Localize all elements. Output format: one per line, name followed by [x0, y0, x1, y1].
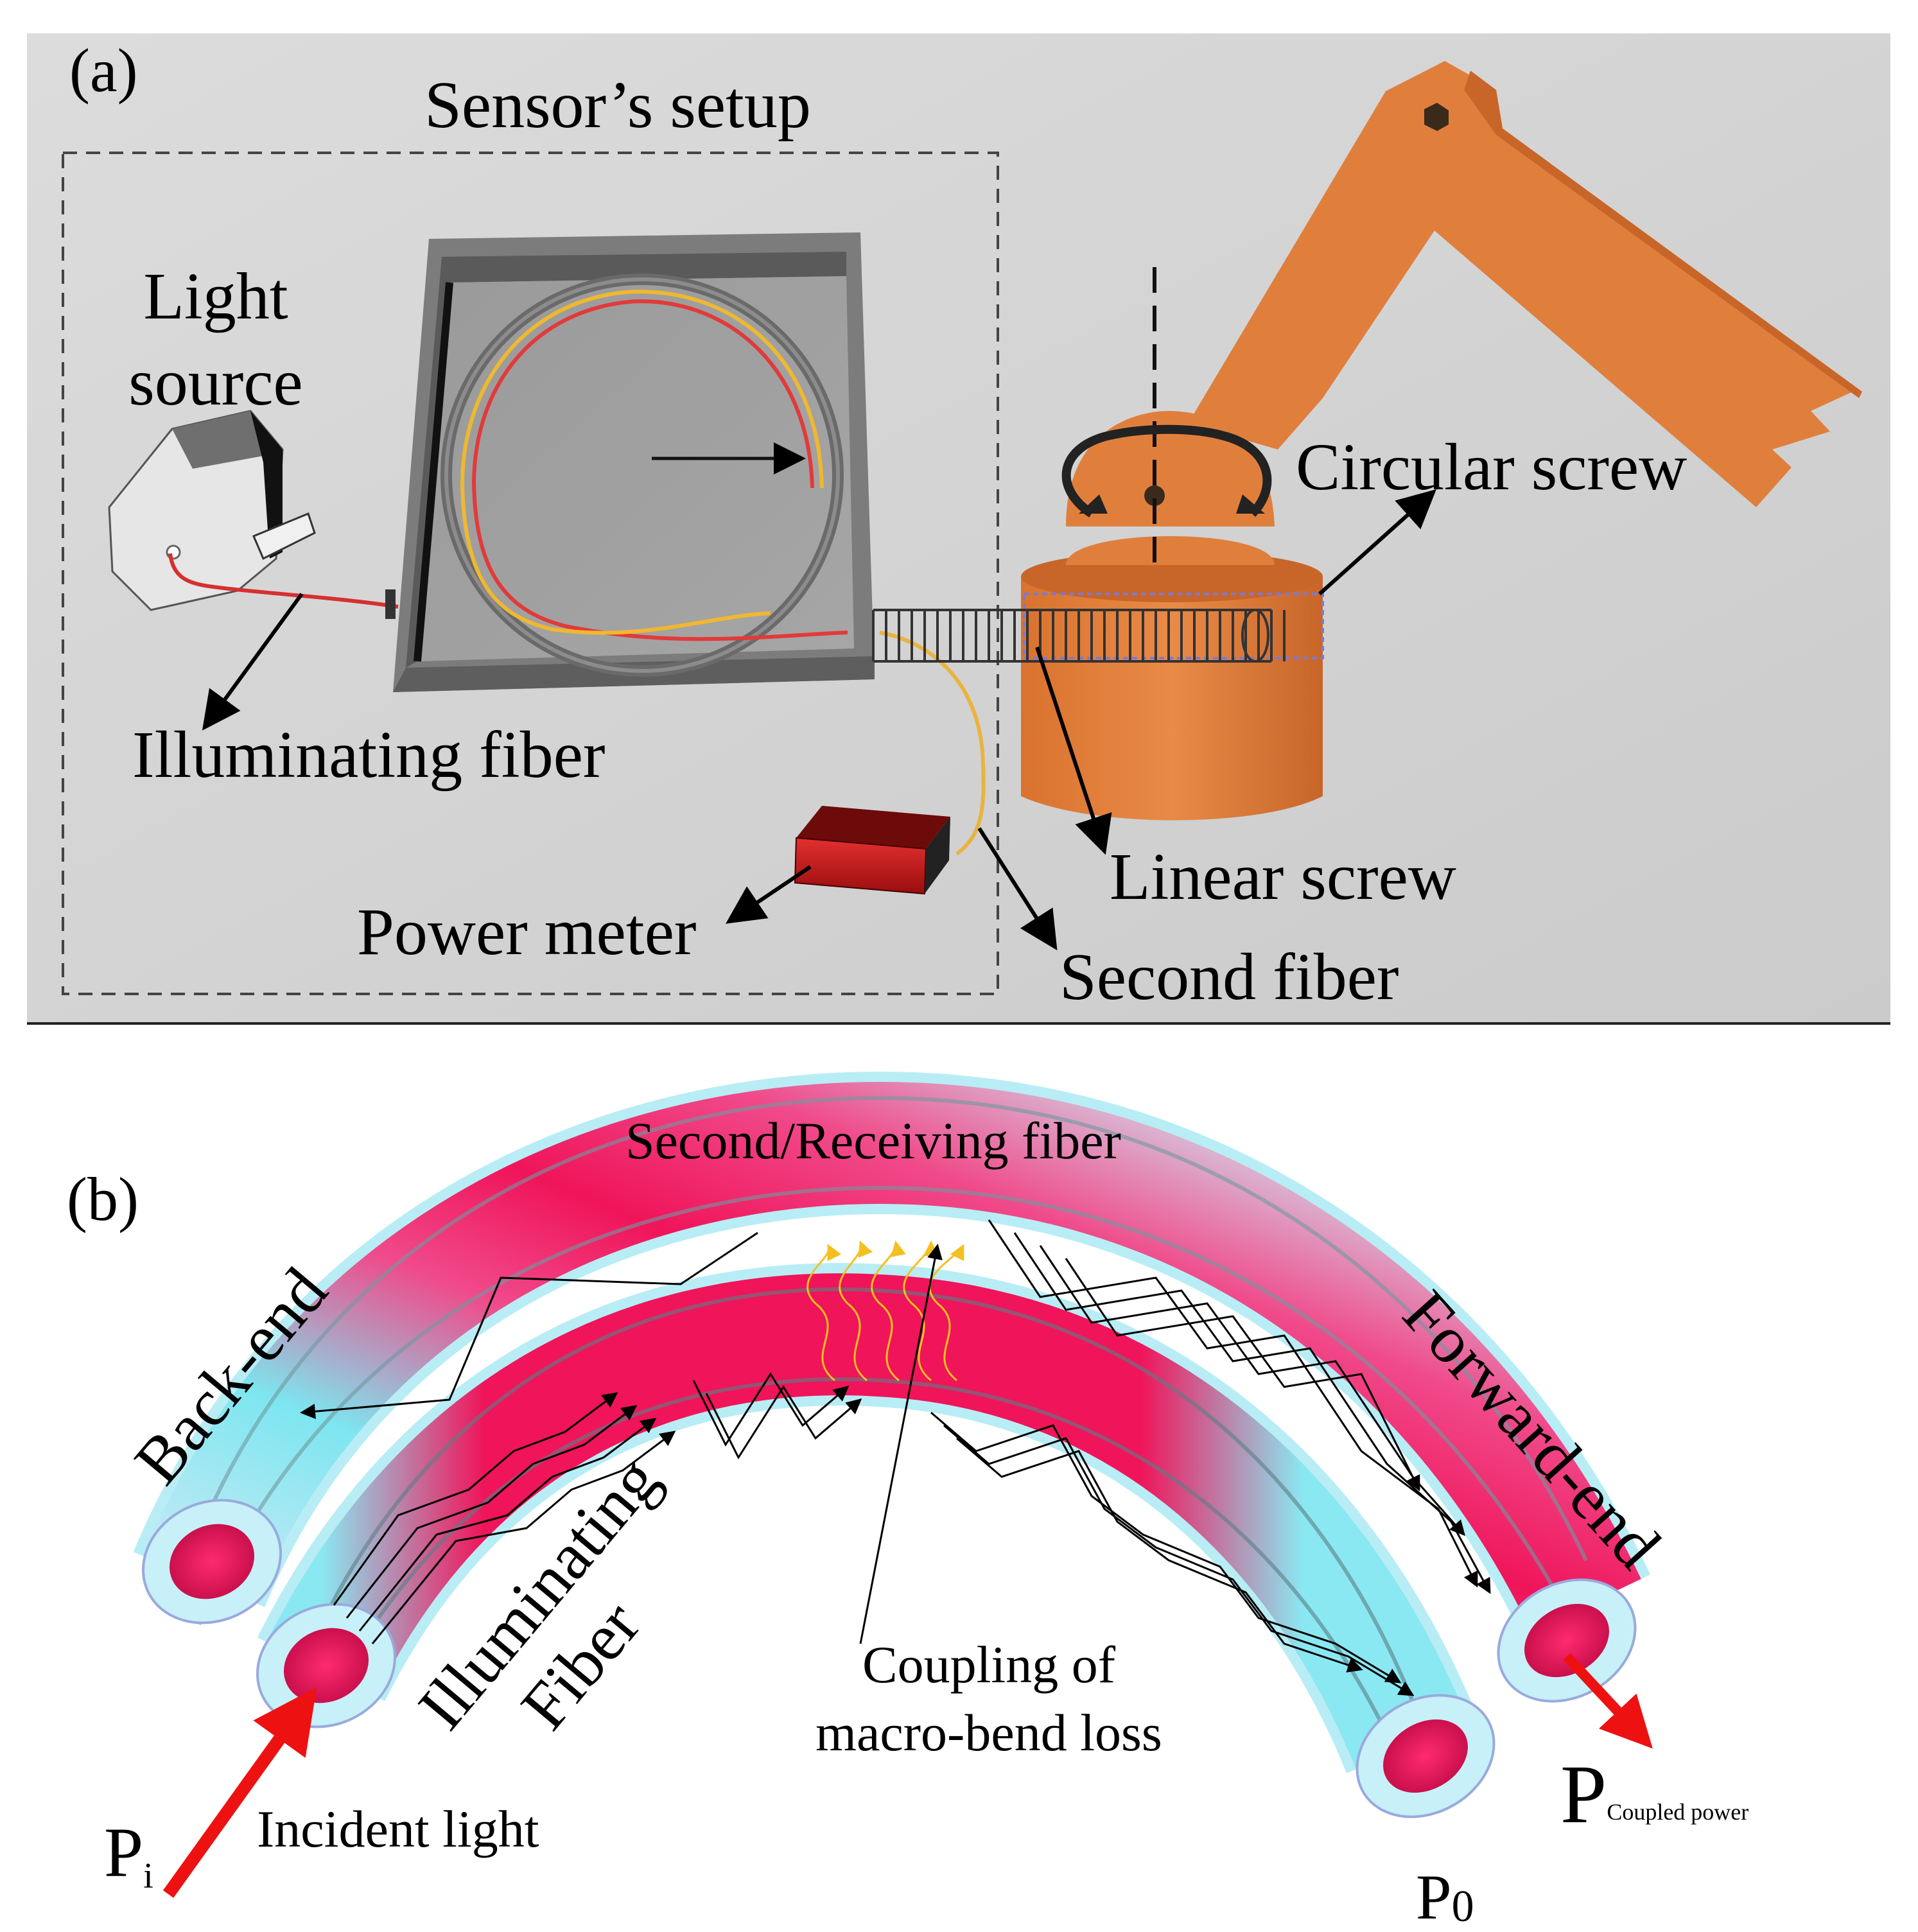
panel-a-label: (a) [69, 36, 138, 105]
light-source-device [108, 410, 316, 611]
robot-arm [1188, 61, 1862, 507]
linear-screw-label: Linear screw [1110, 840, 1456, 914]
p-coupled-power-label: PCoupled power [1560, 1748, 1748, 1841]
second-fiber-label: Second fiber [1059, 940, 1399, 1014]
sensor-setup-box [62, 152, 999, 995]
linear-screw [872, 609, 1286, 663]
coupled-light-waves [806, 1240, 964, 1382]
coupling-label-line1: Coupling of [862, 1635, 1116, 1694]
sensor-tray [393, 232, 875, 692]
circular-screw [1021, 267, 1324, 821]
incident-light-arrow [162, 1687, 317, 1898]
panel-b-label: (b) [67, 1165, 139, 1233]
circular-screw-label: Circular screw [1296, 430, 1687, 504]
coupling-label-line2: macro-bend loss [815, 1703, 1162, 1762]
panel-b: (b) Second/Receiving fiber Back-end Forw… [67, 1071, 1748, 1932]
pointer-power-meter [726, 865, 812, 924]
power-meter-device [794, 806, 950, 895]
panel-a: (a) Sensor’s setup Light source Circular… [27, 33, 1890, 1025]
pointer-linear-screw [1035, 647, 1112, 855]
illuminating-ray-paths [333, 1372, 1415, 1696]
pointer-illuminating-fiber [202, 593, 304, 731]
light-source-label-line1: Light [143, 259, 288, 333]
coupling-leader-line [859, 1244, 943, 1644]
receiving-fiber [133, 1071, 1651, 1651]
p-i-label: Pi [104, 1813, 153, 1896]
pointer-circular-screw [1318, 489, 1436, 596]
fiber-end-faces [141, 1499, 1637, 1818]
illuminating-fiber-label: Illuminating fiber [132, 718, 605, 792]
p-0-label: P0 [1416, 1861, 1474, 1932]
pointer-second-fiber [977, 827, 1058, 951]
light-source-label-line2: source [128, 345, 302, 419]
coupled-power-arrow [1563, 1653, 1653, 1749]
sensor-setup-title: Sensor’s setup [424, 68, 811, 142]
incident-light-label: Incident light [257, 1800, 539, 1858]
receiving-fiber-label: Second/Receiving fiber [625, 1111, 1121, 1170]
power-meter-label: Power meter [357, 895, 696, 969]
receiving-ray-paths [300, 1219, 1491, 1594]
illuminating-fiber-tube [257, 1263, 1479, 1793]
